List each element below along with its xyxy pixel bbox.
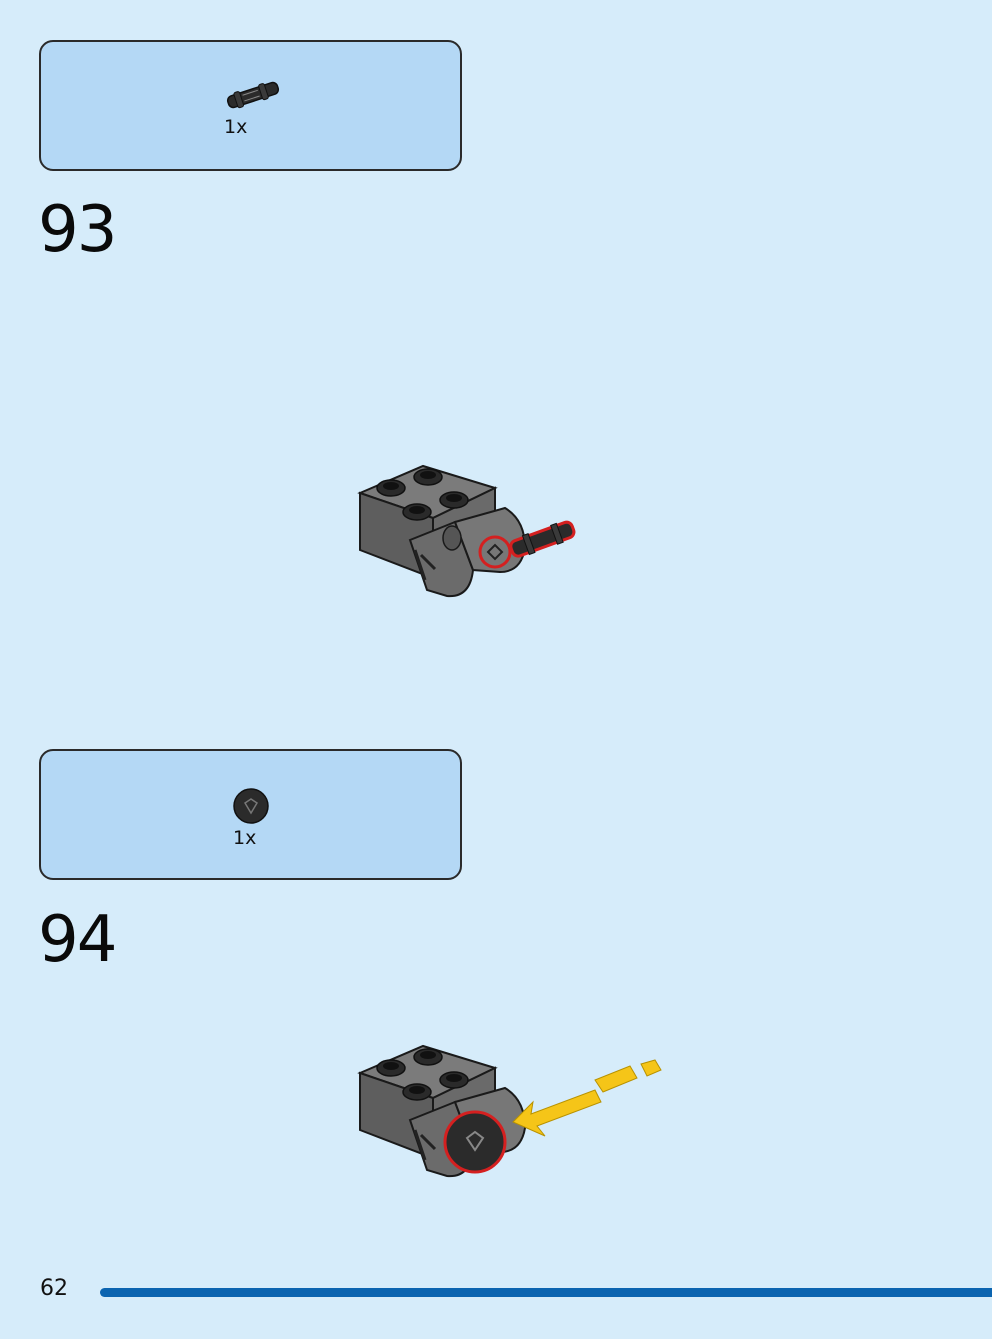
page-number: 62 [40, 1276, 68, 1301]
parts-callout-step-94: 1x [39, 749, 462, 880]
assembly-illustration-step-93 [357, 464, 576, 598]
round-tile [443, 1110, 507, 1174]
round-tile-icon [233, 788, 269, 824]
part-quantity: 1x [233, 827, 257, 849]
footer-bar [100, 1288, 992, 1297]
part-quantity: 1x [224, 116, 248, 138]
parts-callout-step-93: 1x [39, 40, 462, 171]
technic-axle-pin-icon [226, 81, 280, 109]
step-number: 93 [38, 193, 117, 267]
assembly-illustration-step-94 [357, 1044, 662, 1178]
insert-arrow [512, 1089, 602, 1137]
step-number: 94 [38, 903, 117, 977]
